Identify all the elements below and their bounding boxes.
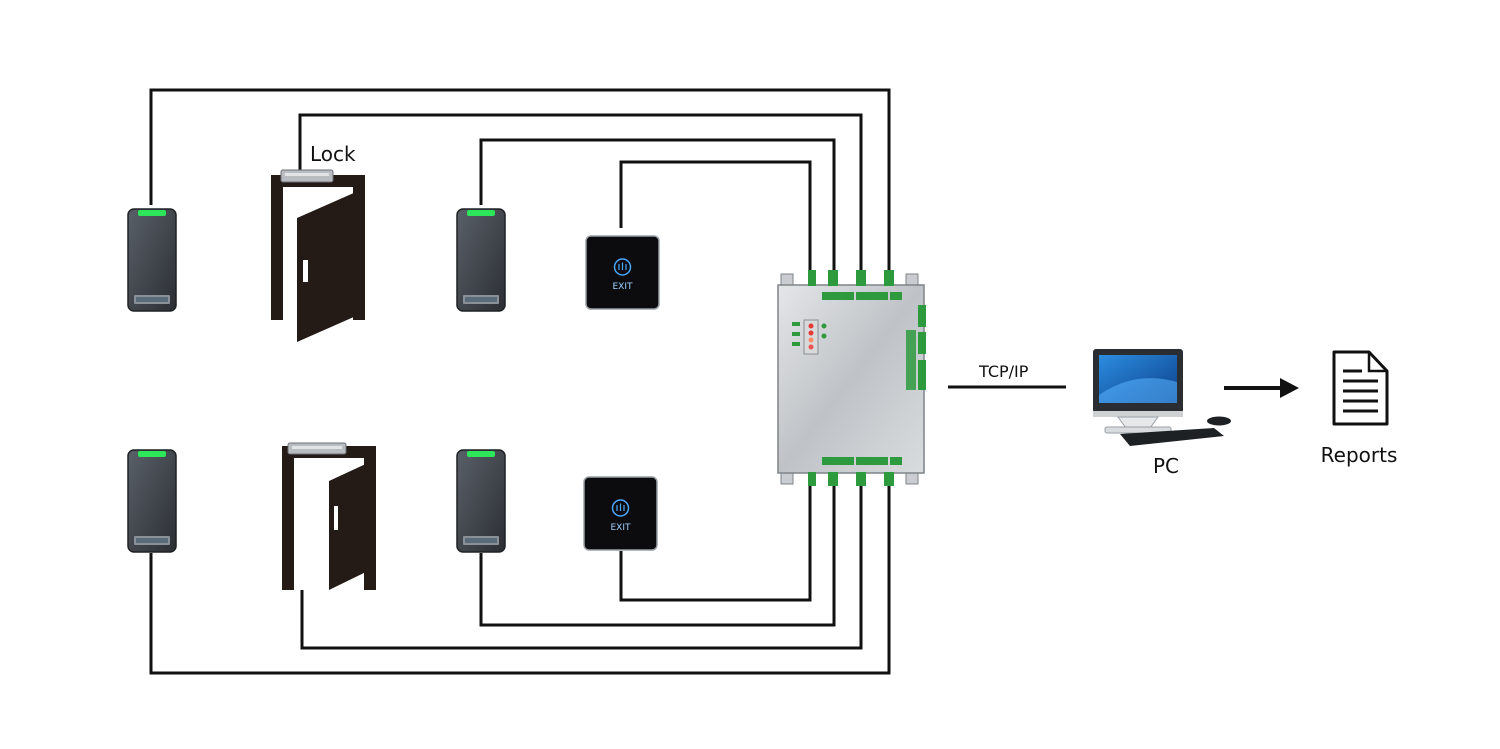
lock-icon <box>287 442 347 455</box>
rfid-reader-icon <box>127 449 177 553</box>
rfid-reader-icon <box>127 208 177 312</box>
wire-reader-1 <box>149 88 891 275</box>
wire-lock-1 <box>298 113 863 275</box>
exit-button-icon: EXIT <box>585 235 660 310</box>
computer-icon <box>1093 349 1231 446</box>
tcpip-label: TCP/IP <box>978 362 1029 381</box>
access-controller-icon <box>777 270 926 486</box>
lock-icon <box>280 169 334 183</box>
wire-lock-2 <box>300 482 863 650</box>
wire-reader-4 <box>479 482 836 627</box>
door-icon <box>282 446 376 590</box>
wiring <box>149 88 1066 675</box>
pc-label: PC <box>1153 454 1179 478</box>
exit-label: EXIT <box>612 282 633 292</box>
rfid-reader-icon <box>456 208 506 312</box>
wire-exit-2 <box>619 482 812 602</box>
document-icon <box>1332 350 1389 426</box>
lock-label: Lock <box>310 142 356 166</box>
arrow-icon <box>1224 378 1299 398</box>
wire-reader-2 <box>479 138 836 275</box>
exit-label: EXIT <box>610 523 631 533</box>
wire-reader-3 <box>149 482 891 675</box>
exit-button-icon: EXIT <box>583 476 658 551</box>
rfid-reader-icon <box>456 449 506 553</box>
door-icon <box>271 175 365 342</box>
reports-label: Reports <box>1321 443 1398 467</box>
wire-exit-1 <box>619 160 812 275</box>
